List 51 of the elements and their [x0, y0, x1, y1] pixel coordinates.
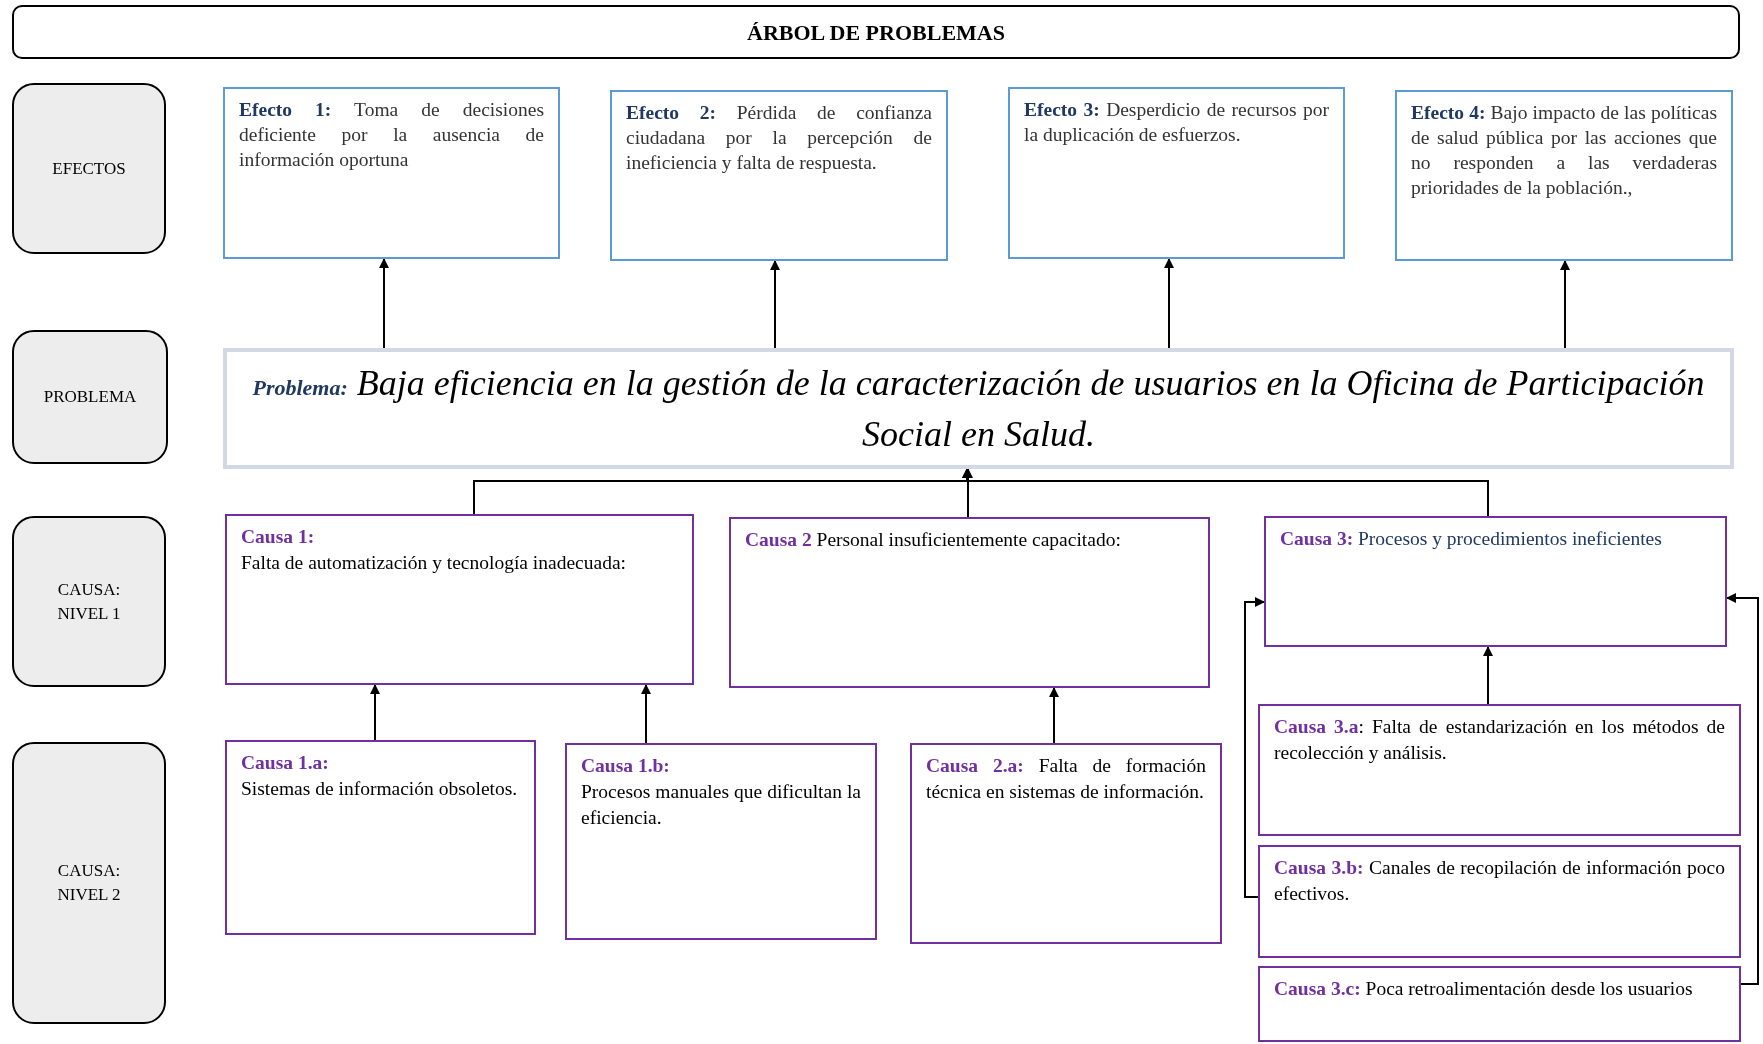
cause-box — [225, 740, 536, 935]
arrow — [370, 684, 380, 741]
diagram-title: ÁRBOL DE PROBLEMAS — [747, 18, 1005, 47]
row-label-box — [12, 83, 166, 254]
row-label-box — [12, 330, 168, 464]
node-text: Efecto 1: Toma de decisiones deficiente por la ausencia de información oportuna — [239, 98, 544, 172]
arrow — [1164, 258, 1174, 349]
cause-box — [910, 743, 1222, 944]
effect-box — [1395, 90, 1733, 261]
cause-box — [565, 743, 877, 940]
arrow — [1560, 260, 1570, 349]
node-text: Causa 2 Personal insuficientemente capacitado: — [745, 528, 1122, 552]
row-label-box — [12, 742, 166, 1024]
node-text: Procesos manuales que dificultan la eficiencia. — [581, 780, 861, 830]
node-text: Causa 3.a: Falta de estandarización en los métodos de recolección y análisis. — [1274, 715, 1725, 765]
node-text: Sistemas de información obsoletos. — [241, 777, 519, 801]
cause-heading: Causa 1.a: — [241, 751, 330, 775]
cause-box — [1264, 516, 1727, 647]
arrow — [1726, 593, 1759, 985]
cause-box — [729, 517, 1210, 688]
cause-box — [1258, 845, 1741, 958]
arrow — [1244, 597, 1265, 898]
node-text: Efecto 4: Bajo impacto de las políticas de salud pública por las acciones que no responden a las verdaderas prioridades de la población., — [1411, 101, 1717, 200]
arrow — [641, 684, 651, 744]
node-text: Causa 3.c: Poca retroalimentación desde los usuarios — [1274, 977, 1694, 1001]
cause-box — [1258, 966, 1741, 1042]
effect-box — [610, 90, 948, 261]
arrow — [379, 258, 389, 349]
row-label: EFECTOS — [52, 157, 126, 180]
node-text: Falta de automatización y tecnología inadecuada: — [241, 551, 627, 575]
row-label-box — [12, 516, 166, 687]
cause-box — [1258, 704, 1741, 836]
node-text: Causa 3: Procesos y procedimientos ineficientes — [1280, 527, 1663, 551]
arrow — [1049, 687, 1059, 744]
cause-box — [225, 514, 694, 685]
node-text: Efecto 2: Pérdida de confianza ciudadana por la percepción de ineficiencia y falta de respuesta. — [626, 101, 932, 175]
row-label: CAUSA: NIVEL 1 — [56, 578, 122, 625]
node-text: Causa 3.b: Canales de recopilación de información poco efectivos. — [1274, 856, 1725, 906]
node-text: Efecto 3: Desperdicio de recursos por la duplicación de esfuerzos. — [1024, 98, 1329, 147]
arrow — [962, 468, 1489, 517]
cause-heading: Causa 1.b: — [581, 754, 671, 778]
node-text: Problema: Baja eficiencia en la gestión de la caracterización de usuarios en la Oficina de Participación Social en Salud. — [251, 362, 1706, 456]
arrow — [1483, 646, 1493, 705]
problem-box — [223, 348, 1734, 469]
row-label: PROBLEMA — [43, 386, 137, 408]
effect-box — [223, 87, 560, 259]
effect-box — [1008, 87, 1345, 259]
cause-heading: Causa 1: — [241, 525, 316, 549]
arrow — [770, 260, 780, 349]
row-label: CAUSA: NIVEL 2 — [56, 860, 122, 906]
node-text: Causa 2.a: Falta de formación técnica en sistemas de información. — [926, 754, 1206, 804]
